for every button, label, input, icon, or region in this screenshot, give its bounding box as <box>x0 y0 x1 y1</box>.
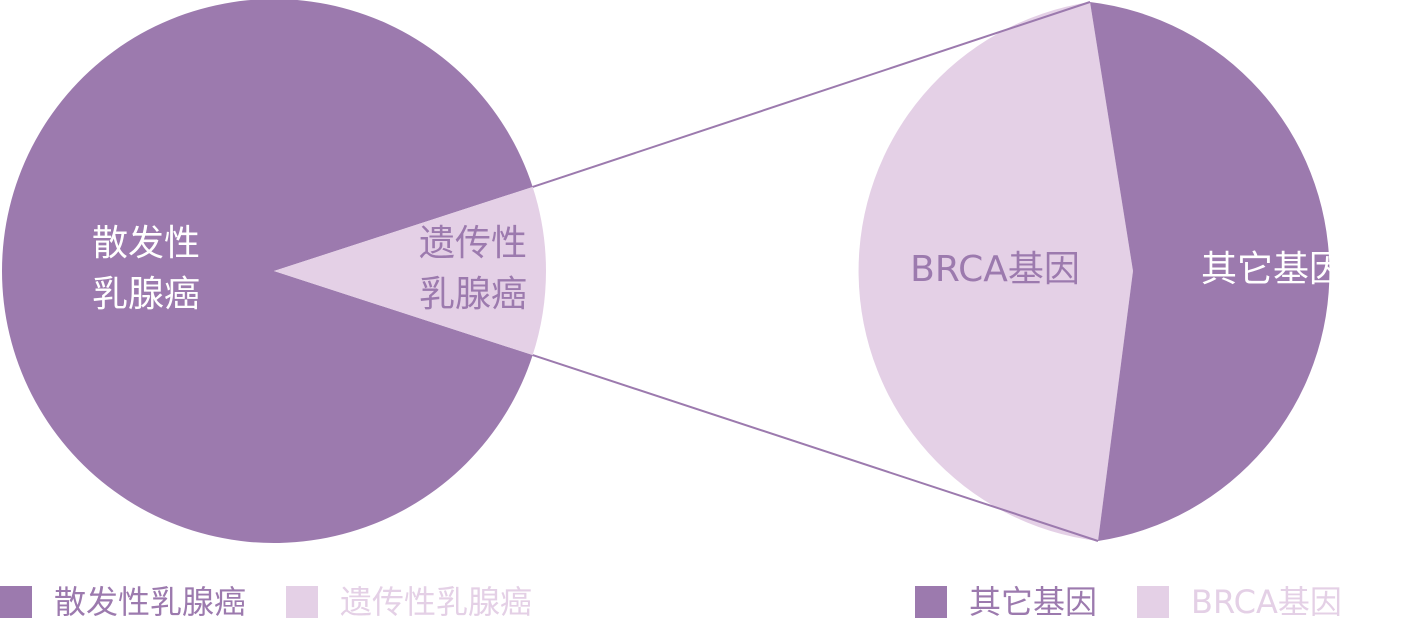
legend-swatch-sporadic <box>0 586 32 618</box>
legend-item-hereditary: 遗传性乳腺癌 <box>286 582 532 622</box>
slice-label-sporadic-line2: 乳腺癌 <box>92 274 200 315</box>
pie-slice-brca <box>858 2 1133 541</box>
legend-label-hereditary: 遗传性乳腺癌 <box>340 583 533 621</box>
slice-label-sporadic-line1: 散发性 <box>92 223 200 264</box>
legend-swatch-other-genes <box>915 586 947 618</box>
slice-label-brca: BRCA基因 <box>910 249 1080 290</box>
legend-item-brca: BRCA基因 <box>1137 582 1342 622</box>
legend-item-sporadic: 散发性乳腺癌 <box>0 582 246 622</box>
legend-right: 其它基因 BRCA基因 <box>915 582 1382 622</box>
slice-label-other-genes: 其它基因 <box>1201 249 1345 290</box>
legend-swatch-brca <box>1137 586 1170 618</box>
connector-line-top <box>532 1 1091 188</box>
slice-label-hereditary-line1: 遗传性 <box>419 223 527 264</box>
legend-label-other-genes: 其它基因 <box>969 583 1098 621</box>
pie-slice-sporadic <box>1 0 533 543</box>
pie-slice-hereditary <box>274 186 546 356</box>
legend-label-brca: BRCA基因 <box>1191 583 1342 621</box>
pie-slice-other-genes <box>1090 2 1330 541</box>
connector-line-bottom <box>532 354 1099 542</box>
legend-label-sporadic: 散发性乳腺癌 <box>54 583 247 621</box>
legend-swatch-hereditary <box>286 586 319 618</box>
chart-svg: 散发性乳腺癌 遗传性乳腺癌 BRCA基因 其它基因 <box>1 0 1345 543</box>
legend-left: 散发性乳腺癌 遗传性乳腺癌 <box>0 582 572 622</box>
slice-label-hereditary-line2: 乳腺癌 <box>419 274 527 315</box>
legend-item-other-genes: 其它基因 <box>915 582 1097 622</box>
